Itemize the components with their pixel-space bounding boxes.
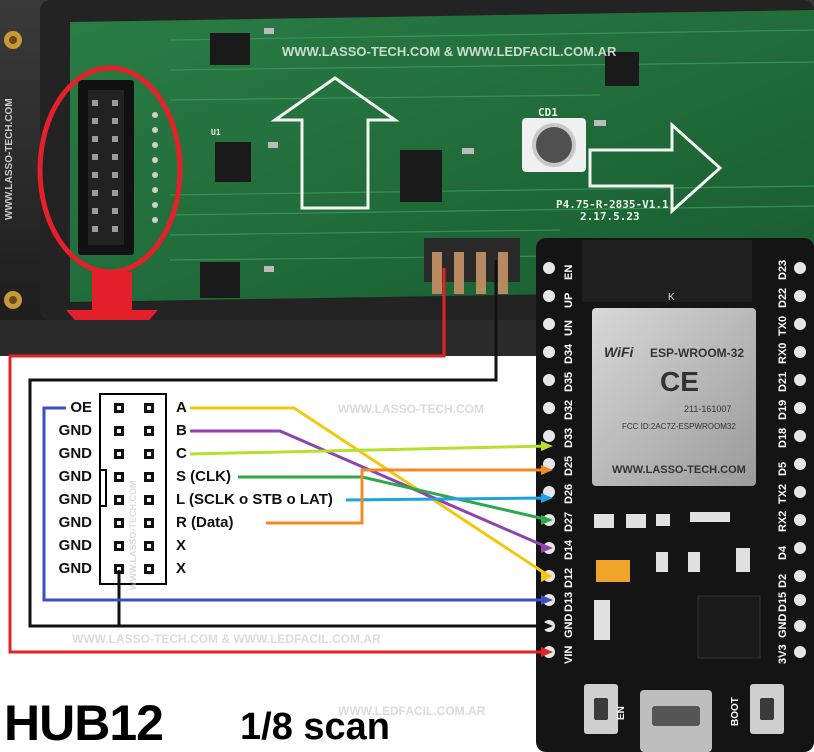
right-header-pins <box>794 262 806 658</box>
esp32-left-pin-label: D14 <box>563 539 575 560</box>
esp32-left-pin-label: D25 <box>563 455 575 476</box>
esp32-left-pin-label: D27 <box>563 511 575 532</box>
k-mark: K <box>668 292 675 303</box>
esp32-right-pin-label: D18 <box>777 427 789 448</box>
esp32-right-pin-label: TX0 <box>777 315 789 336</box>
capacitor-label: CD1 <box>538 106 558 119</box>
esp32-right-pin-label: RX0 <box>777 342 789 364</box>
hub12-connector-diagram <box>99 393 167 585</box>
usb-uart-chip-icon <box>697 595 761 659</box>
watermark-bottom2: WWW.LEDFACIL.COM.AR <box>338 704 486 718</box>
hub12-right-pin-label: C <box>176 445 187 462</box>
hub12-right-pin-label: L (SCLK o STB o LAT) <box>176 491 333 508</box>
arrow-right-icon <box>588 121 723 215</box>
wire-b <box>190 429 550 550</box>
capacitor-icon <box>522 118 586 172</box>
esp32-right-pin-label: D23 <box>777 259 789 280</box>
esp32-left-pin-label: VIN <box>563 645 575 664</box>
wires <box>8 260 550 654</box>
wire-c <box>189 444 550 456</box>
hub12-right-pin-label: X <box>176 560 187 577</box>
esp32-left-pin-label: D32 <box>563 399 575 420</box>
arrow-down-icon <box>66 272 158 362</box>
esp32-right-pin-label: D2 <box>777 573 789 588</box>
esp32-right-pin-label: D4 <box>777 545 789 560</box>
esp32-right-pin-label: D22 <box>777 287 789 308</box>
board-date: 2.17.5.23 <box>580 210 640 223</box>
wire-gnd <box>28 260 549 628</box>
hub12-right-pin-label: X <box>176 537 187 554</box>
ic-label: U1 <box>211 128 221 137</box>
hub12-header-photo <box>78 80 158 255</box>
esp-wroom-module <box>592 308 756 486</box>
wire-oe <box>42 406 549 602</box>
esp32-left-pin-label: D35 <box>563 371 575 392</box>
wire-l-lat <box>345 496 550 502</box>
wire-r-data <box>266 468 549 525</box>
esp32-left-pin-label: EN <box>563 264 575 280</box>
wifi-logo: WiFi <box>604 344 634 360</box>
cert-code: 211-161007 <box>684 404 732 414</box>
module-name: ESP-WROOM-32 <box>650 346 745 360</box>
watermark-connector: WWW.LASSO-TECH.COM <box>128 480 138 591</box>
wire-arrowheads <box>541 441 553 657</box>
esp32-left-pin-label: D13 <box>563 591 575 612</box>
esp32-right-pin-label: D21 <box>777 371 789 392</box>
hub12-left-pin-label: GND <box>58 537 92 554</box>
wire-a <box>190 406 550 578</box>
esp32-left-pin-label: UP <box>563 292 575 308</box>
esp32-right-pin-label: D19 <box>777 399 789 420</box>
esp32-right-pin-label: D15 <box>777 591 789 612</box>
boot-button-label: BOOT <box>730 697 741 726</box>
ic-chip-icon <box>200 33 639 298</box>
board-code: P4.75-R-2835-V1.1 <box>556 198 669 211</box>
esp32-left-pin-label: D33 <box>563 427 575 448</box>
en-button-label: EN <box>616 706 627 720</box>
page-title: HUB12 <box>4 695 164 751</box>
wire-vin <box>8 268 549 654</box>
hub12-left-pin-label: GND <box>58 560 92 577</box>
esp32-left-pin-label: D26 <box>563 483 575 504</box>
arrow-up-icon <box>270 76 400 210</box>
tantalum-cap-icon <box>596 560 630 582</box>
watermark-left: WWW.LASSO-TECH.COM <box>4 98 15 220</box>
fcc-id: FCC ID:2AC7Z-ESPWROOM32 <box>622 422 736 431</box>
hub12-left-pin-label: GND <box>58 422 92 439</box>
hub12-left-pin-label: GND <box>58 445 92 462</box>
hub12-left-pin-label: GND <box>58 514 92 531</box>
esp32-left-pin-label: UN <box>563 320 575 336</box>
watermark-esp: WWW.LASSO-TECH.COM <box>612 464 746 476</box>
page-subtitle: 1/8 scan <box>240 706 390 748</box>
hub12-left-pin-label: GND <box>58 491 92 508</box>
esp32-left-pin-label: GND <box>563 613 575 638</box>
ce-mark: CE <box>660 366 699 397</box>
hub12-right-pin-label: R (Data) <box>176 514 234 531</box>
esp32-board <box>536 238 814 752</box>
esp32-right-pin-label: TX2 <box>777 483 789 504</box>
esp32-left-pin-label: D12 <box>563 567 575 588</box>
esp32-right-pin-label: 3V3 <box>777 644 789 664</box>
power-connector-photo <box>424 238 520 294</box>
hub12-left-pin-label: GND <box>58 468 92 485</box>
esp32-right-pin-label: GND <box>777 613 789 638</box>
hub12-right-pin-label: B <box>176 422 187 439</box>
watermark-center: WWW.LASSO-TECH.COM <box>338 402 484 416</box>
esp32-right-pin-label: D5 <box>777 461 789 476</box>
esp32-left-pin-label: D34 <box>563 343 575 364</box>
watermark-top: WWW.LASSO-TECH.COM & WWW.LEDFACIL.COM.AR <box>282 44 617 59</box>
hub12-right-pin-label: A <box>176 399 187 416</box>
esp32-right-pin-label: RX2 <box>777 510 789 532</box>
hub12-right-pin-label: S (CLK) <box>176 468 231 485</box>
watermark-bottom: WWW.LASSO-TECH.COM & WWW.LEDFACIL.COM.AR <box>72 632 381 646</box>
hub12-left-pin-label: OE <box>70 399 92 416</box>
